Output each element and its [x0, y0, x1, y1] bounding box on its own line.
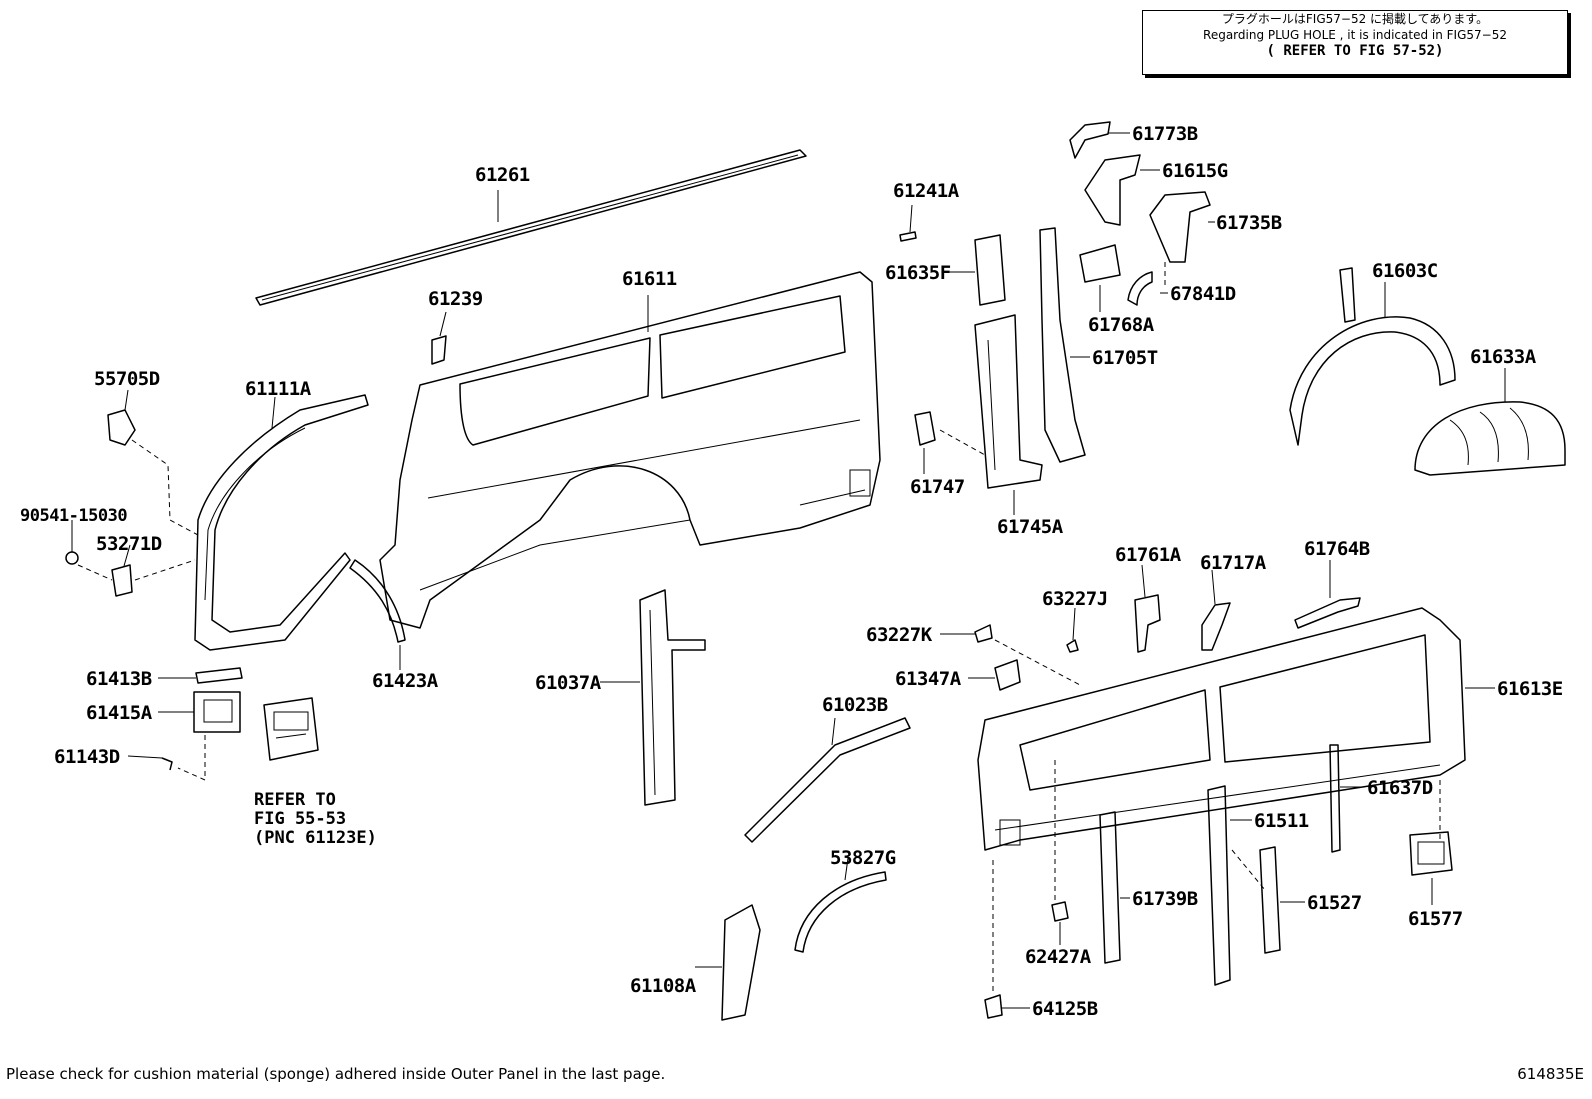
part-61527 — [1259, 846, 1305, 954]
refer-note-box: プラグホールはFIG57−52 に掲載してあります。 Regarding PLU… — [1142, 10, 1568, 75]
part-61773B — [1069, 121, 1130, 159]
label-61261: 61261 — [475, 164, 530, 186]
refer-note: REFER TO FIG 55-53 (PNC 61123E) — [254, 791, 377, 848]
label-61773B: 61773B — [1132, 123, 1198, 145]
part-53827G — [794, 857, 887, 953]
part-61761A — [1134, 564, 1161, 653]
label-61577: 61577 — [1408, 908, 1463, 930]
part-90541-15030 — [65, 520, 113, 581]
label-61761A: 61761A — [1115, 544, 1181, 566]
part-61023B — [744, 717, 911, 843]
label-61635F: 61635F — [885, 262, 951, 284]
part-61347A — [968, 659, 1021, 691]
figure-id: 614835E — [1517, 1065, 1584, 1083]
label-63227K: 63227K — [866, 624, 932, 646]
refer-line-3: (PNC 61123E) — [254, 828, 377, 848]
part-61108A — [695, 904, 761, 1021]
label-61611: 61611 — [622, 268, 677, 290]
part-61423A — [349, 559, 406, 670]
label-61239: 61239 — [428, 288, 483, 310]
label-61764B: 61764B — [1304, 538, 1370, 560]
part-62427A — [1051, 760, 1069, 945]
part-61717A — [1201, 569, 1231, 651]
label-53271D: 53271D — [96, 533, 162, 555]
label-61747: 61747 — [910, 476, 965, 498]
part-61635F — [945, 234, 1006, 306]
part-61637D — [1329, 744, 1365, 853]
label-61735B: 61735B — [1216, 212, 1282, 234]
part-61745A — [974, 314, 1043, 515]
label-61423A: 61423A — [372, 670, 438, 692]
part-55705D — [107, 389, 199, 536]
label-90541-15030: 90541-15030 — [20, 506, 128, 526]
part-63227J — [1066, 607, 1079, 653]
part-61241A — [899, 204, 917, 242]
part-61615G — [1084, 154, 1160, 226]
label-61768A: 61768A — [1088, 314, 1154, 336]
refer-line-1: REFER TO — [254, 790, 336, 810]
part-61705T — [1039, 227, 1090, 463]
footer-note: Please check for cushion material (spong… — [6, 1065, 666, 1083]
label-61739B: 61739B — [1132, 888, 1198, 910]
part-53271D — [111, 544, 196, 597]
label-61717A: 61717A — [1200, 552, 1266, 574]
part-61603C — [1289, 267, 1456, 446]
label-61745A: 61745A — [997, 516, 1063, 538]
label-67841D: 67841D — [1170, 283, 1236, 305]
label-61603C: 61603C — [1372, 260, 1438, 282]
label-61143D: 61143D — [54, 746, 120, 768]
label-61023B: 61023B — [822, 694, 888, 716]
label-61415A: 61415A — [86, 702, 152, 724]
part-61511 — [1207, 785, 1266, 986]
part-61768A — [1079, 244, 1121, 312]
part-61747 — [914, 411, 986, 474]
label-53827G: 53827G — [830, 847, 896, 869]
part-61739B — [1099, 811, 1130, 964]
label-61527: 61527 — [1307, 892, 1362, 914]
part-64125B — [984, 860, 1030, 1019]
door-lock-unit — [263, 697, 319, 761]
part-61239 — [431, 311, 447, 365]
part-61415A — [158, 691, 241, 781]
refer-line-2: FIG 55-53 — [254, 809, 347, 829]
label-61615G: 61615G — [1162, 160, 1228, 182]
label-63227J: 63227J — [1042, 588, 1108, 610]
label-61511: 61511 — [1254, 810, 1309, 832]
part-61764B — [1294, 560, 1361, 629]
front-pillar-61111A — [194, 394, 369, 651]
label-61413B: 61413B — [86, 668, 152, 690]
label-61108A: 61108A — [630, 975, 696, 997]
part-61143D — [127, 755, 173, 771]
label-61037A: 61037A — [535, 672, 601, 694]
note-line-refer: ( REFER TO FIG 57-52) — [1266, 43, 1444, 59]
part-67841D — [1127, 262, 1168, 306]
label-55705D: 55705D — [94, 368, 160, 390]
center-pillar-61037A — [600, 589, 706, 806]
label-64125B: 64125B — [1032, 998, 1098, 1020]
note-line-en: Regarding PLUG HOLE , it is indicated in… — [1203, 28, 1507, 42]
inner-panel-61613E — [977, 607, 1495, 851]
part-63227K — [940, 624, 1081, 686]
label-61613E: 61613E — [1497, 678, 1563, 700]
label-61111A: 61111A — [245, 378, 311, 400]
label-62427A: 62427A — [1025, 946, 1091, 968]
label-61705T: 61705T — [1092, 347, 1158, 369]
part-61577 — [1409, 831, 1453, 905]
part-61735B — [1149, 191, 1215, 263]
part-61413B — [158, 667, 243, 684]
roof-molding-61261 — [255, 149, 807, 306]
label-61241A: 61241A — [893, 180, 959, 202]
label-61347A: 61347A — [895, 668, 961, 690]
side-panel-61611 — [379, 271, 881, 629]
part-61633A — [1414, 368, 1566, 476]
label-61637D: 61637D — [1367, 777, 1433, 799]
label-61633A: 61633A — [1470, 346, 1536, 368]
note-line-jp: プラグホールはFIG57−52 に掲載してあります。 — [1221, 12, 1489, 26]
